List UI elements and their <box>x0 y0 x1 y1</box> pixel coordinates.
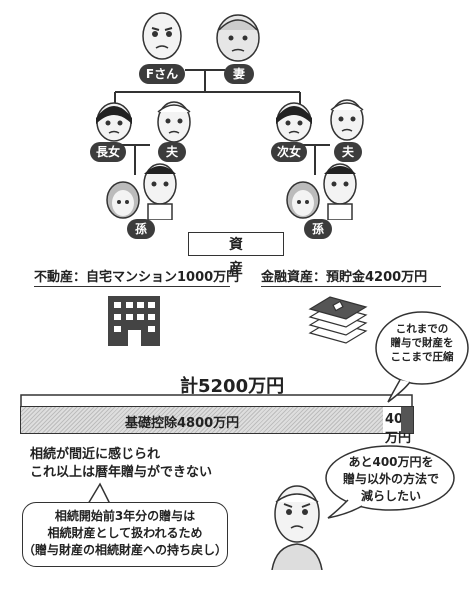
f-san-face-icon <box>142 12 182 60</box>
total-label: 計5200万円 <box>180 376 285 397</box>
second-daughter-label: 次女 <box>271 142 307 162</box>
assets-title: 資 産 <box>188 232 284 277</box>
basic-deduction-label: 基礎控除4800万円 <box>125 416 240 431</box>
grandchild2-label: 孫 <box>304 219 332 239</box>
eldest-daughter-face-icon <box>96 102 132 142</box>
second-daughter-face-icon <box>276 102 312 142</box>
reduce-bubble-shape <box>325 445 455 519</box>
husband1-label: 夫 <box>158 142 186 162</box>
compress-bubble-shape <box>375 311 469 403</box>
grandchild1-label: 孫 <box>127 219 155 239</box>
building-icon <box>108 296 160 346</box>
f-san-worried-face-icon <box>271 485 323 570</box>
compress-bubble-text: これまでの 贈与で財産を ここまで圧縮 <box>390 323 454 363</box>
grandchild1-face-icon <box>106 181 140 219</box>
f-san-label: Fさん <box>139 64 185 84</box>
real-estate-underline <box>34 286 230 287</box>
grandchild2-husband-face-icon <box>323 163 357 220</box>
reduce-bubble-text: あと400万円を 贈与以外の方法で 減らしたい <box>342 455 439 503</box>
excess-segment-dark <box>401 407 413 433</box>
note-box: 相続開始前3年分の贈与は 相続財産として扱われるため （贈与財産の相続財産への持… <box>22 502 228 567</box>
total-bracket <box>20 394 413 408</box>
wife-face-icon <box>216 14 260 62</box>
husband2-label: 夫 <box>334 142 362 162</box>
note-text: 相続が間近に感じられ これ以上は暦年贈与ができない <box>30 447 213 480</box>
wife-label: 妻 <box>224 64 254 84</box>
financial-assets-label: 金融資産：預貯金4200万円 <box>261 270 428 285</box>
basic-deduction-segment <box>21 407 383 433</box>
real-estate-label: 不動産：自宅マンション1000万円 <box>34 270 240 285</box>
grandchild2-face-icon <box>286 181 320 219</box>
financial-assets-underline <box>261 286 441 287</box>
husband1-face-icon <box>157 101 191 143</box>
husband2-face-icon <box>330 99 364 141</box>
note-box-pointer <box>87 482 111 505</box>
cash-stack-icon <box>308 296 368 344</box>
estate-bar: 基礎控除4800万円 400万円 <box>20 406 414 446</box>
grandchild1-husband-face-icon <box>143 163 177 220</box>
eldest-daughter-label: 長女 <box>90 142 126 162</box>
